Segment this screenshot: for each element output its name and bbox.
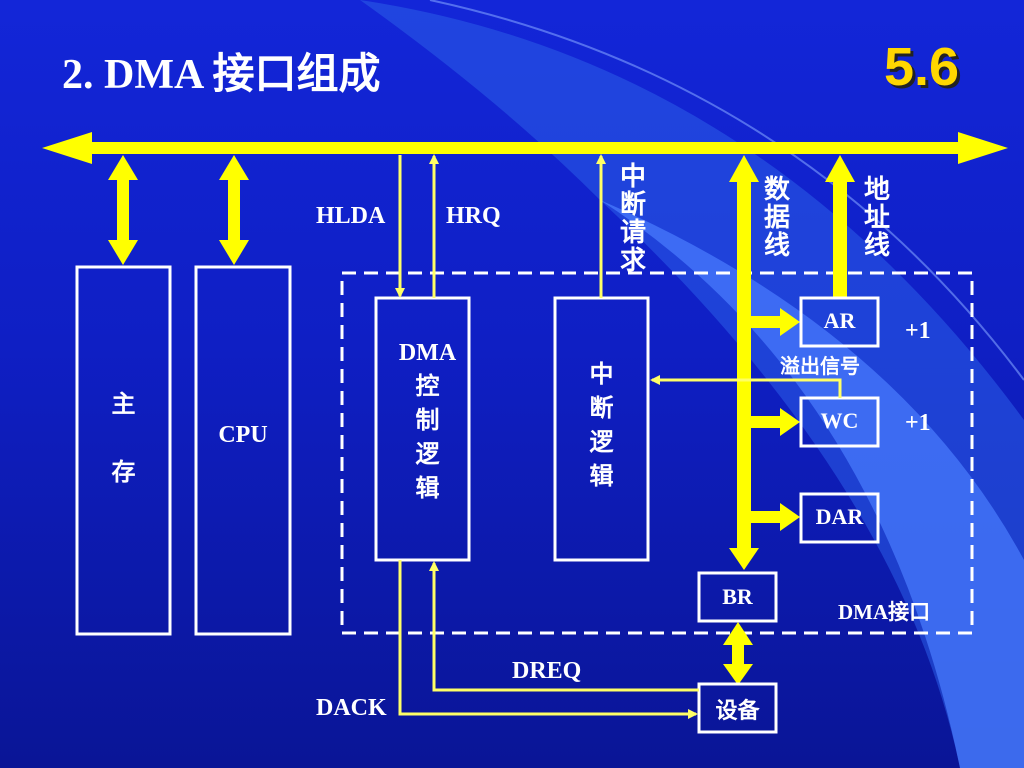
hrq-label: HRQ — [446, 203, 501, 229]
br-label: BR — [722, 584, 753, 609]
dma-control-logic-label: DMA 控 制 逻 辑 — [398, 340, 457, 502]
bus-to-dar-arrow — [744, 503, 800, 531]
ar-register-box — [799, 296, 880, 348]
section-number: 5.6 — [884, 37, 960, 97]
address-line-arrow — [825, 155, 855, 298]
internal-data-bus — [729, 155, 759, 570]
dreq-label: DREQ — [512, 658, 582, 684]
interrupt-request-label: 中断请求 — [619, 162, 646, 276]
dar-register-box — [799, 492, 880, 544]
bus-to-wc-arrow — [744, 408, 800, 436]
bus-to-ar-arrow — [744, 308, 800, 336]
address-line-label: 地址线 — [863, 175, 890, 261]
cpu-box — [194, 265, 292, 636]
overflow-signal-line — [650, 375, 842, 398]
device-label: 设备 — [715, 699, 760, 724]
system-bus — [42, 132, 1008, 164]
memory-box — [75, 265, 172, 636]
interrupt-logic-label: 中 断 逻 辑 — [589, 362, 614, 490]
wc-increment-label: +1 — [905, 410, 931, 436]
ar-increment-label: +1 — [905, 318, 931, 344]
memory-bus-arrow — [108, 155, 138, 265]
slide-title: 2. DMA 接口组成 — [62, 52, 381, 98]
device-box — [697, 682, 778, 734]
dma-interface-boundary — [340, 271, 974, 635]
cpu-bus-arrow — [219, 155, 249, 265]
data-line-label: 数据线 — [763, 175, 790, 261]
overflow-signal-label: 溢出信号 — [780, 354, 860, 378]
br-register-box — [697, 571, 778, 623]
ar-label: AR — [823, 308, 856, 333]
wc-label: WC — [820, 408, 859, 433]
dack-label: DACK — [316, 695, 387, 721]
br-device-arrow — [723, 622, 753, 685]
dreq-line — [429, 561, 699, 692]
cpu-label: CPU — [218, 422, 268, 448]
memory-label: 主 存 — [111, 392, 136, 486]
dma-control-logic-box — [374, 296, 471, 562]
dar-label: DAR — [815, 504, 864, 529]
hlda-label: HLDA — [316, 203, 386, 229]
dack-line — [398, 560, 698, 719]
dma-interface-label: DMA接口 — [838, 600, 931, 624]
